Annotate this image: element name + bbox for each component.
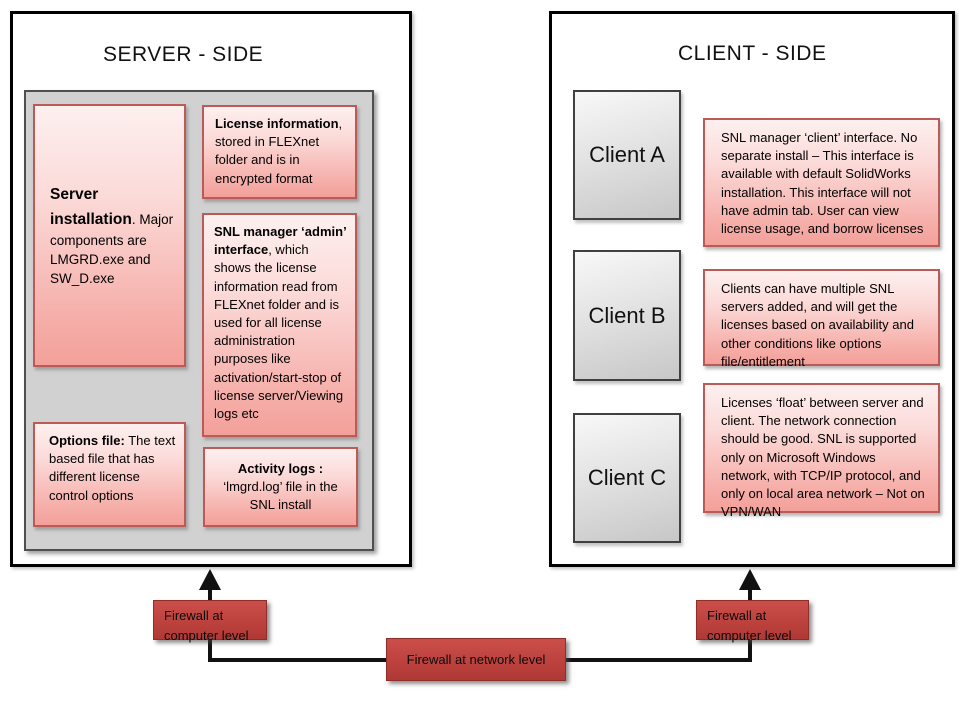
activity-logs-box: Activity logs : ‘lmgrd.log’ file in the … <box>203 447 358 527</box>
firewall-computer-left-label: Firewall at computer level <box>164 608 249 643</box>
server-side-title: SERVER - SIDE <box>103 43 264 66</box>
arrow-up-right-icon <box>739 569 761 590</box>
firewall-computer-right-label: Firewall at computer level <box>707 608 792 643</box>
client-side-title: CLIENT - SIDE <box>678 42 827 65</box>
client-b-box: Client B <box>573 250 681 381</box>
client-c-box: Client C <box>573 413 681 543</box>
license-information-rest: , stored in FLEXnet folder and is in enc… <box>215 116 343 186</box>
license-information-bold: License information <box>215 116 339 131</box>
license-information-text: License information, stored in FLEXnet f… <box>204 107 355 194</box>
firewall-computer-left-box: Firewall at computer level <box>153 600 267 643</box>
activity-logs-rest: ‘lmgrd.log’ file in the SNL install <box>223 478 338 513</box>
admin-interface-text: SNL manager ‘admin’ interface, which sho… <box>204 215 355 429</box>
admin-interface-rest: , which shows the license information re… <box>214 242 344 421</box>
arrow-up-left-icon <box>199 569 221 590</box>
options-file-rest: The text based file that has different l… <box>49 433 176 503</box>
client-b-label: Client B <box>588 302 666 328</box>
client-note-float-licenses: Licenses ‘float’ between server and clie… <box>703 383 940 519</box>
client-a-box: Client A <box>573 90 681 220</box>
activity-logs-bold: Activity logs : <box>237 460 324 476</box>
options-file-text: Options file: The text based file that h… <box>35 424 184 511</box>
options-file-box: Options file: The text based file that h… <box>33 422 186 527</box>
admin-interface-box: SNL manager ‘admin’ interface, which sho… <box>202 213 357 437</box>
admin-interface-bold: SNL manager ‘admin’ interface <box>214 224 346 258</box>
client-note-float-licenses-text: Licenses ‘float’ between server and clie… <box>721 395 925 520</box>
client-note-multiple-servers: Clients can have multiple SNL servers ad… <box>703 269 940 369</box>
server-installation-box: Server installation. Major components ar… <box>33 104 186 367</box>
client-note-interface: SNL manager ‘client’ interface. No separ… <box>703 118 940 247</box>
client-c-label: Client C <box>587 465 667 490</box>
server-installation-bold: Server installation <box>50 185 132 228</box>
firewall-network-box: Firewall at network level <box>386 638 566 681</box>
firewall-network-label: Firewall at network level <box>406 651 546 667</box>
license-information-box: License information, stored in FLEXnet f… <box>202 105 357 199</box>
server-installation-text: Server installation. Major components ar… <box>35 183 184 288</box>
client-note-interface-text: SNL manager ‘client’ interface. No separ… <box>721 130 924 236</box>
options-file-bold: Options file: <box>49 433 125 448</box>
firewall-computer-right-box: Firewall at computer level <box>696 600 809 643</box>
client-note-multiple-servers-text: Clients can have multiple SNL servers ad… <box>721 281 914 369</box>
client-a-label: Client A <box>589 142 665 167</box>
activity-logs-text: Activity logs : ‘lmgrd.log’ file in the … <box>205 456 356 519</box>
server-installation-rest: . Major components are LMGRD.exe and SW_… <box>50 211 174 286</box>
